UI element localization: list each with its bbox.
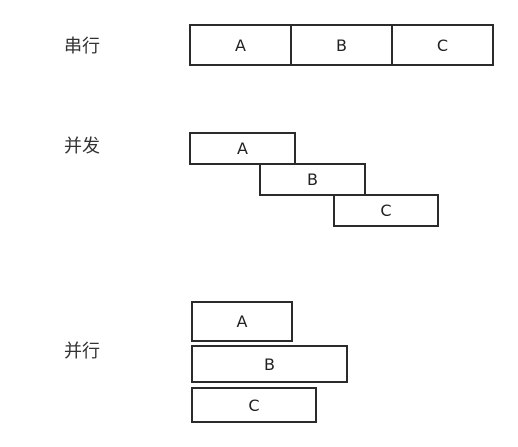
serial-timeline: A B C <box>189 24 494 66</box>
parallel-task-b: B <box>191 345 348 383</box>
serial-task-b: B <box>290 26 391 64</box>
concurrent-task-c: C <box>333 194 439 227</box>
concurrent-task-a: A <box>189 132 296 165</box>
serial-label: 串行 <box>64 36 100 57</box>
concurrent-task-b: B <box>259 163 366 196</box>
parallel-label: 并行 <box>64 341 100 362</box>
serial-task-a: A <box>235 35 246 55</box>
parallel-task-c: C <box>191 387 317 423</box>
parallel-task-a: A <box>191 301 293 342</box>
concurrent-label: 并发 <box>64 136 100 157</box>
serial-task-c: C <box>391 26 492 64</box>
